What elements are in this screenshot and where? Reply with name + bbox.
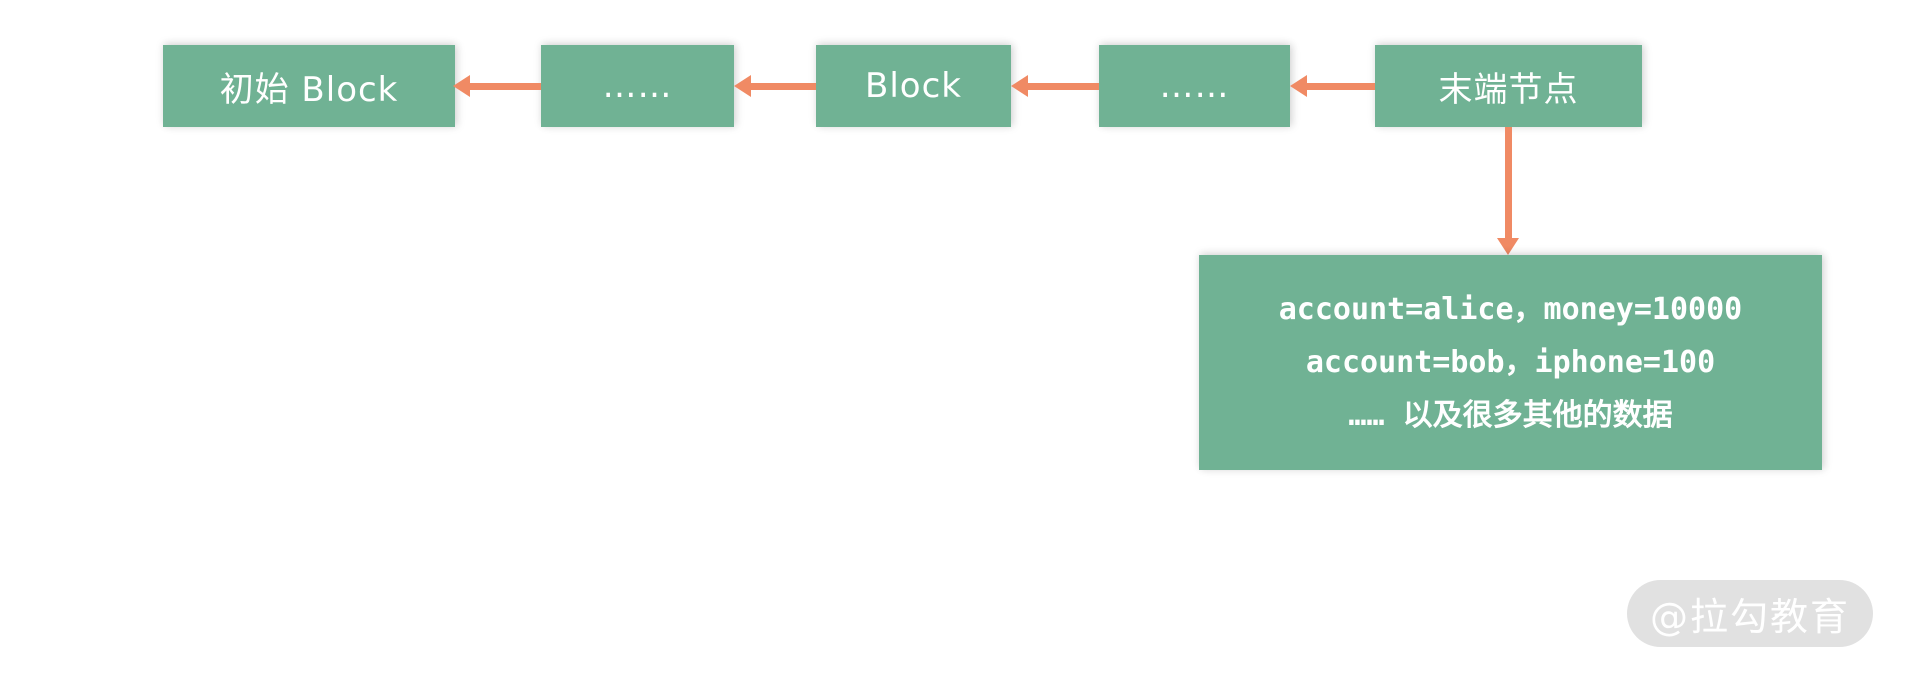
node-ellipsis-2: …… [1099,45,1290,127]
node-tail-label: 末端节点 [1438,69,1579,110]
watermark-badge: @拉勾教育 [1627,580,1873,647]
node-block: Block [816,45,1011,127]
node-ellipsis-1: …… [541,45,734,127]
left-arrow-icon [1290,75,1375,97]
node-block-label: Block [865,66,962,106]
down-arrow-icon [1497,127,1519,255]
node-genesis-block: 初始 Block [163,45,455,127]
arrow-shaft [469,82,541,90]
arrowhead-left-icon [1290,75,1307,97]
arrow-shaft [1027,82,1099,90]
arrowhead-left-icon [734,75,751,97]
arrowhead-left-icon [1011,75,1028,97]
ledger-line-bob: account=bob，iphone=100 [1305,345,1716,380]
node-tail-node: 末端节点 [1375,45,1642,127]
arrow-shaft [1504,127,1512,240]
arrowhead-left-icon [453,75,470,97]
arrow-shaft [750,82,816,90]
left-arrow-icon [734,75,816,97]
node-genesis-label: 初始 Block [219,69,399,110]
ledger-data-box: account=alice，money=10000 account=bob，ip… [1199,255,1822,470]
arrowhead-down-icon [1497,238,1519,255]
left-arrow-icon [1011,75,1099,97]
arrow-shaft [1306,82,1375,90]
left-arrow-icon [453,75,541,97]
ledger-line-alice: account=alice，money=10000 [1278,292,1743,327]
watermark-label: @拉勾教育 [1649,595,1850,639]
node-ellipsis-2-label: …… [1159,66,1230,106]
ledger-line-other: …… 以及很多其他的数据 [1348,398,1673,433]
node-ellipsis-1-label: …… [602,66,673,106]
